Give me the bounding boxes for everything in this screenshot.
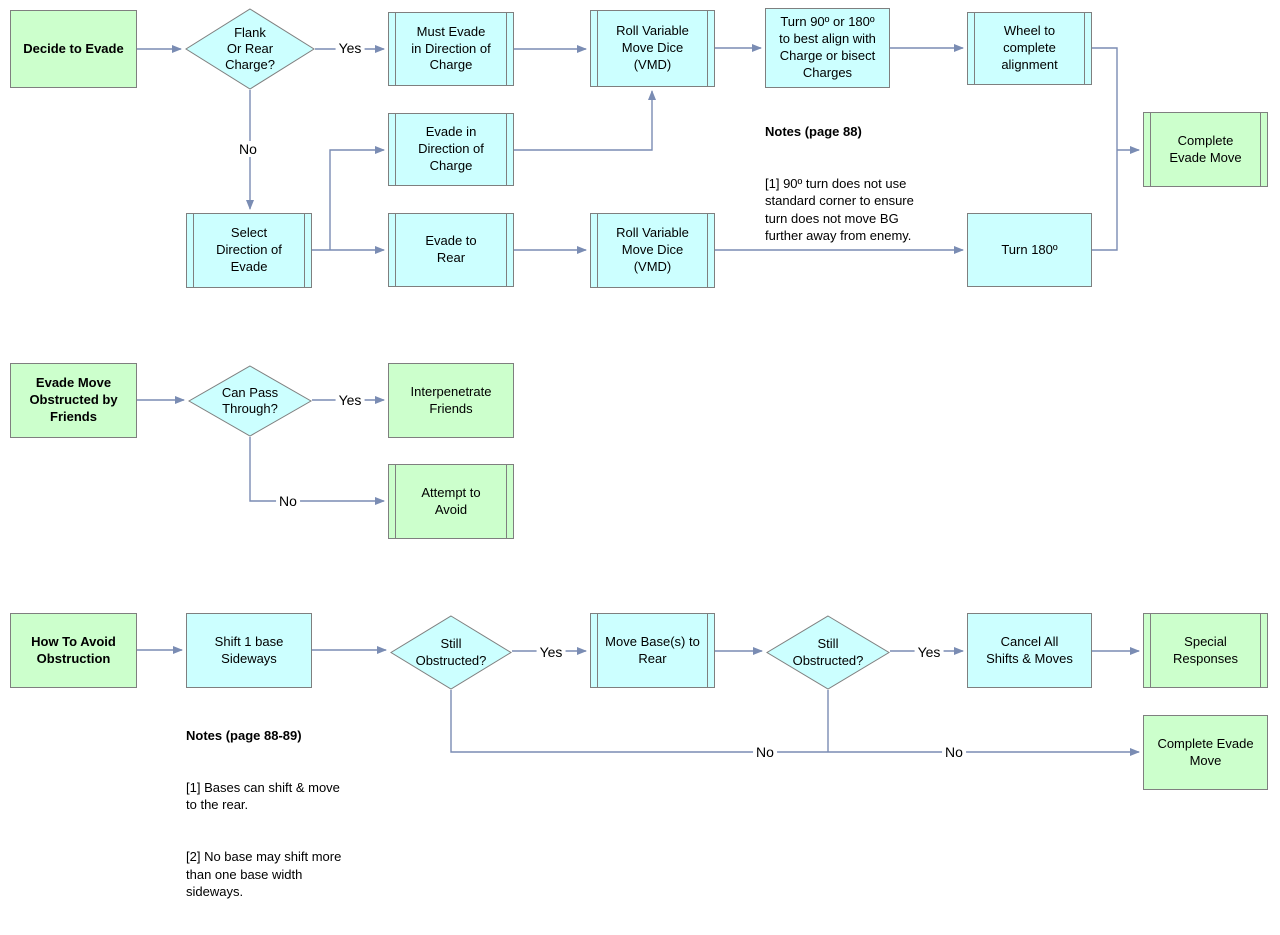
terminal-decide-to-evade: Decide to Evade	[10, 10, 137, 88]
decision-still-obstructed-1-label: Still Obstructed?	[415, 636, 487, 668]
decision-still-obstructed-1: Still Obstructed?	[390, 615, 512, 690]
process-must-evade-direction: Must Evade in Direction of Charge	[388, 12, 514, 86]
line-wheel-to-junction	[1092, 47, 1118, 150]
diamond-shape	[188, 365, 312, 437]
terminal-attempt-to-avoid: Attempt to Avoid	[388, 464, 514, 539]
notes-page-88-89-body-1: [1] Bases can shift & move to the rear.	[186, 779, 340, 813]
decision-can-pass-label: Can Pass Through?	[221, 384, 279, 416]
diamond-shape	[185, 8, 315, 90]
notes-page-88-89: Notes (page 88-89) [1] Bases can shift &…	[186, 709, 396, 935]
process-select-direction: Select Direction of Evade	[186, 213, 312, 288]
edge-label-yes-2: Yes	[335, 392, 365, 408]
terminal-special-responses: Special Responses	[1143, 613, 1268, 688]
process-shift-1-base: Shift 1 base Sideways	[186, 613, 312, 688]
notes-page-88-title: Notes (page 88)	[765, 123, 862, 139]
flowchart-canvas: Decide to Evade Flank Or Rear Charge? Mu…	[10, 8, 1268, 899]
arrow-still1-no-to-complete-evade	[450, 690, 1140, 756]
decision-can-pass-through: Can Pass Through?	[188, 365, 312, 437]
edge-label-no-3: No	[753, 744, 777, 760]
edge-label-no-4: No	[942, 744, 966, 760]
terminal-evade-move-obstructed: Evade Move Obstructed by Friends	[10, 363, 137, 438]
arrow-can-pass-no-to-attempt	[249, 437, 385, 505]
terminal-how-to-avoid-obstruction: How To Avoid Obstruction	[10, 613, 137, 688]
notes-page-88: Notes (page 88) [1] 90º turn does not us…	[765, 105, 985, 279]
process-turn-180: Turn 180º	[967, 213, 1092, 287]
edge-label-yes-1: Yes	[335, 40, 365, 56]
decision-still-obstructed-2: Still Obstructed?	[766, 615, 890, 690]
edge-label-yes-3: Yes	[536, 644, 566, 660]
process-move-bases-to-rear: Move Base(s) to Rear	[590, 613, 715, 688]
decision-still-obstructed-2-label: Still Obstructed?	[792, 636, 864, 668]
process-evade-in-direction: Evade in Direction of Charge	[388, 113, 514, 186]
diamond-shape	[390, 615, 512, 690]
terminal-complete-evade-move-2: Complete Evade Move	[1143, 715, 1268, 790]
decision-flank-or-rear-charge: Flank Or Rear Charge?	[185, 8, 315, 90]
notes-page-88-89-body-2: [2] No base may shift more than one base…	[186, 849, 342, 900]
notes-page-88-body: [1] 90º turn does not use standard corne…	[765, 175, 914, 244]
process-cancel-all-shifts: Cancel All Shifts & Moves	[967, 613, 1092, 688]
process-roll-vmd-2: Roll Variable Move Dice (VMD)	[590, 213, 715, 288]
terminal-interpenetrate-friends: Interpenetrate Friends	[388, 363, 514, 438]
process-wheel-alignment: Wheel to complete alignment	[967, 12, 1092, 85]
diamond-shape	[766, 615, 890, 690]
arrow-select-dir-to-evade-dir	[329, 146, 385, 250]
process-turn-90-180: Turn 90º or 180º to best align with Char…	[765, 8, 890, 88]
edge-label-no-2: No	[276, 493, 300, 509]
edge-label-yes-4: Yes	[914, 644, 944, 660]
notes-page-88-89-title: Notes (page 88-89)	[186, 727, 302, 743]
process-roll-vmd-1: Roll Variable Move Dice (VMD)	[590, 10, 715, 87]
edge-label-no-1: No	[236, 141, 260, 157]
arrow-evade-dir-to-roll-vmd1	[514, 90, 656, 151]
line-turn180-to-junction	[1092, 150, 1118, 251]
process-evade-to-rear: Evade to Rear	[388, 213, 514, 287]
terminal-complete-evade-move-1: Complete Evade Move	[1143, 112, 1268, 187]
decision-flank-label: Flank Or Rear Charge?	[225, 24, 275, 73]
